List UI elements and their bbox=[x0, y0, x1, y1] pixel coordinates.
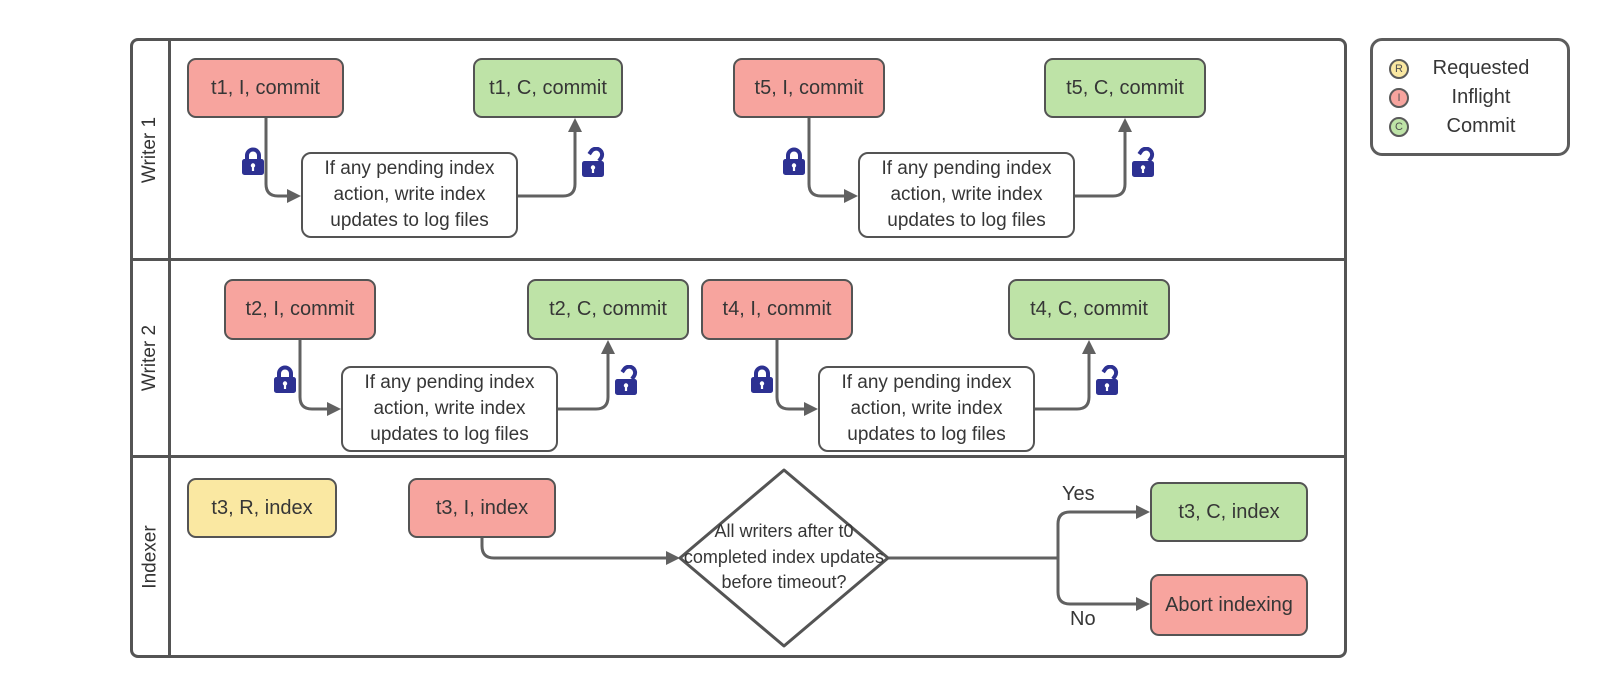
commit-badge-icon: C bbox=[1389, 116, 1409, 137]
decision-label: All writers after t0 completed index upd… bbox=[683, 521, 885, 593]
lock-closed-icon bbox=[272, 365, 298, 395]
legend-item-requested: R Requested bbox=[1389, 54, 1553, 83]
lock-closed-icon bbox=[781, 147, 807, 177]
node-t5-commit: t5, C, commit bbox=[1044, 58, 1206, 118]
lane-writer-1: Writer 1 bbox=[133, 41, 1344, 261]
lane-indexer: Indexer bbox=[133, 458, 1344, 655]
lane-writer-1-label-cell: Writer 1 bbox=[133, 41, 171, 258]
legend-item-inflight: I Inflight bbox=[1389, 83, 1553, 112]
lock-open-icon bbox=[613, 365, 640, 397]
legend-label: Commit bbox=[1446, 115, 1516, 137]
yes-label: Yes bbox=[1062, 483, 1095, 505]
lock-open-icon bbox=[580, 147, 607, 179]
node-t2-commit: t2, C, commit bbox=[527, 279, 689, 340]
process-box-writer2-t2: If any pending index action, write index… bbox=[341, 366, 558, 452]
process-box-writer1-t1: If any pending index action, write index… bbox=[301, 152, 518, 238]
node-t5-inflight: t5, I, commit bbox=[733, 58, 885, 118]
node-t2-inflight: t2, I, commit bbox=[224, 279, 376, 340]
legend-label: Inflight bbox=[1451, 86, 1511, 108]
lane-label: Writer 1 bbox=[139, 116, 161, 183]
lock-open-icon bbox=[1094, 365, 1121, 397]
node-t4-inflight: t4, I, commit bbox=[701, 279, 853, 340]
lane-writer-2: Writer 2 bbox=[133, 261, 1344, 458]
node-t3-inflight: t3, I, index bbox=[408, 478, 556, 538]
node-t4-commit: t4, C, commit bbox=[1008, 279, 1170, 340]
node-abort-indexing: Abort indexing bbox=[1150, 574, 1308, 636]
node-t1-inflight: t1, I, commit bbox=[187, 58, 344, 118]
lock-closed-icon bbox=[240, 147, 266, 177]
no-label: No bbox=[1070, 608, 1096, 630]
node-t3-commit: t3, C, index bbox=[1150, 482, 1308, 542]
lane-indexer-label-cell: Indexer bbox=[133, 458, 171, 655]
legend-item-commit: C Commit bbox=[1389, 112, 1553, 141]
node-t3-requested: t3, R, index bbox=[187, 478, 337, 538]
requested-badge-icon: R bbox=[1389, 58, 1409, 79]
legend: R Requested I Inflight C Commit bbox=[1370, 38, 1570, 156]
lock-closed-icon bbox=[749, 365, 775, 395]
process-box-writer1-t5: If any pending index action, write index… bbox=[858, 152, 1075, 238]
legend-label: Requested bbox=[1432, 57, 1530, 79]
lane-label: Indexer bbox=[139, 524, 161, 589]
lane-label: Writer 2 bbox=[139, 324, 161, 392]
inflight-badge-icon: I bbox=[1389, 87, 1409, 108]
node-t1-commit: t1, C, commit bbox=[473, 58, 623, 118]
lane-writer-2-label-cell: Writer 2 bbox=[133, 261, 171, 455]
process-box-writer2-t4: If any pending index action, write index… bbox=[818, 366, 1035, 452]
lock-open-icon bbox=[1130, 147, 1157, 179]
